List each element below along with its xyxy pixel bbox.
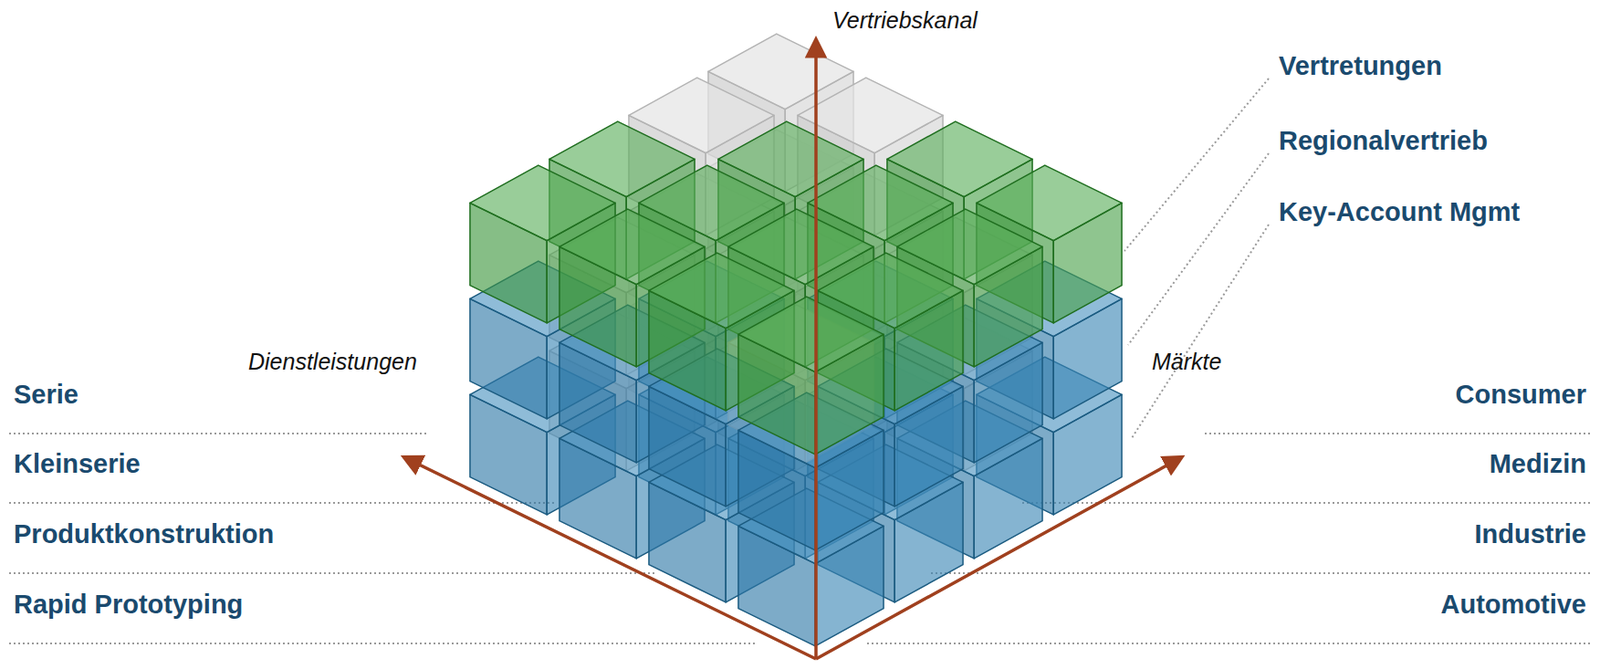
category-label: Regionalvertrieb	[1278, 125, 1488, 157]
axis-label: Märkte	[1151, 348, 1222, 376]
leader-line	[9, 432, 429, 435]
category-label: Kleinserie	[13, 449, 141, 480]
axis-arrow	[404, 457, 816, 659]
category-label: Rapid Prototyping	[13, 589, 243, 620]
category-label: Vertretungen	[1278, 51, 1443, 82]
category-label: Serie	[13, 379, 79, 410]
cube-face	[738, 296, 884, 373]
axis-label: Dienstleistungen	[248, 348, 418, 376]
leader-line	[9, 642, 758, 645]
cube-cell	[738, 296, 884, 455]
category-label: Medizin	[1489, 449, 1587, 480]
cube-cells	[470, 33, 1122, 647]
category-label: Key-Account Mgmt	[1278, 197, 1520, 228]
category-label: Industrie	[1474, 519, 1587, 550]
category-label: Produktkonstruktion	[13, 519, 274, 550]
leader-line	[1131, 224, 1269, 439]
axis-arrow	[814, 40, 818, 659]
leader-line	[1022, 501, 1593, 504]
leader-line	[1204, 432, 1593, 435]
axis-arrow	[815, 457, 1182, 659]
leader-line	[1124, 78, 1269, 251]
category-label: Consumer	[1455, 379, 1587, 410]
category-label: Automotive	[1441, 589, 1588, 620]
leader-line	[1128, 153, 1269, 346]
leader-line	[930, 572, 1593, 575]
axis-arrows	[404, 40, 1182, 659]
leader-line	[867, 642, 1593, 645]
axis-label: Vertriebskanal	[832, 7, 978, 34]
leader-line	[9, 572, 658, 575]
leader-line	[9, 501, 557, 504]
